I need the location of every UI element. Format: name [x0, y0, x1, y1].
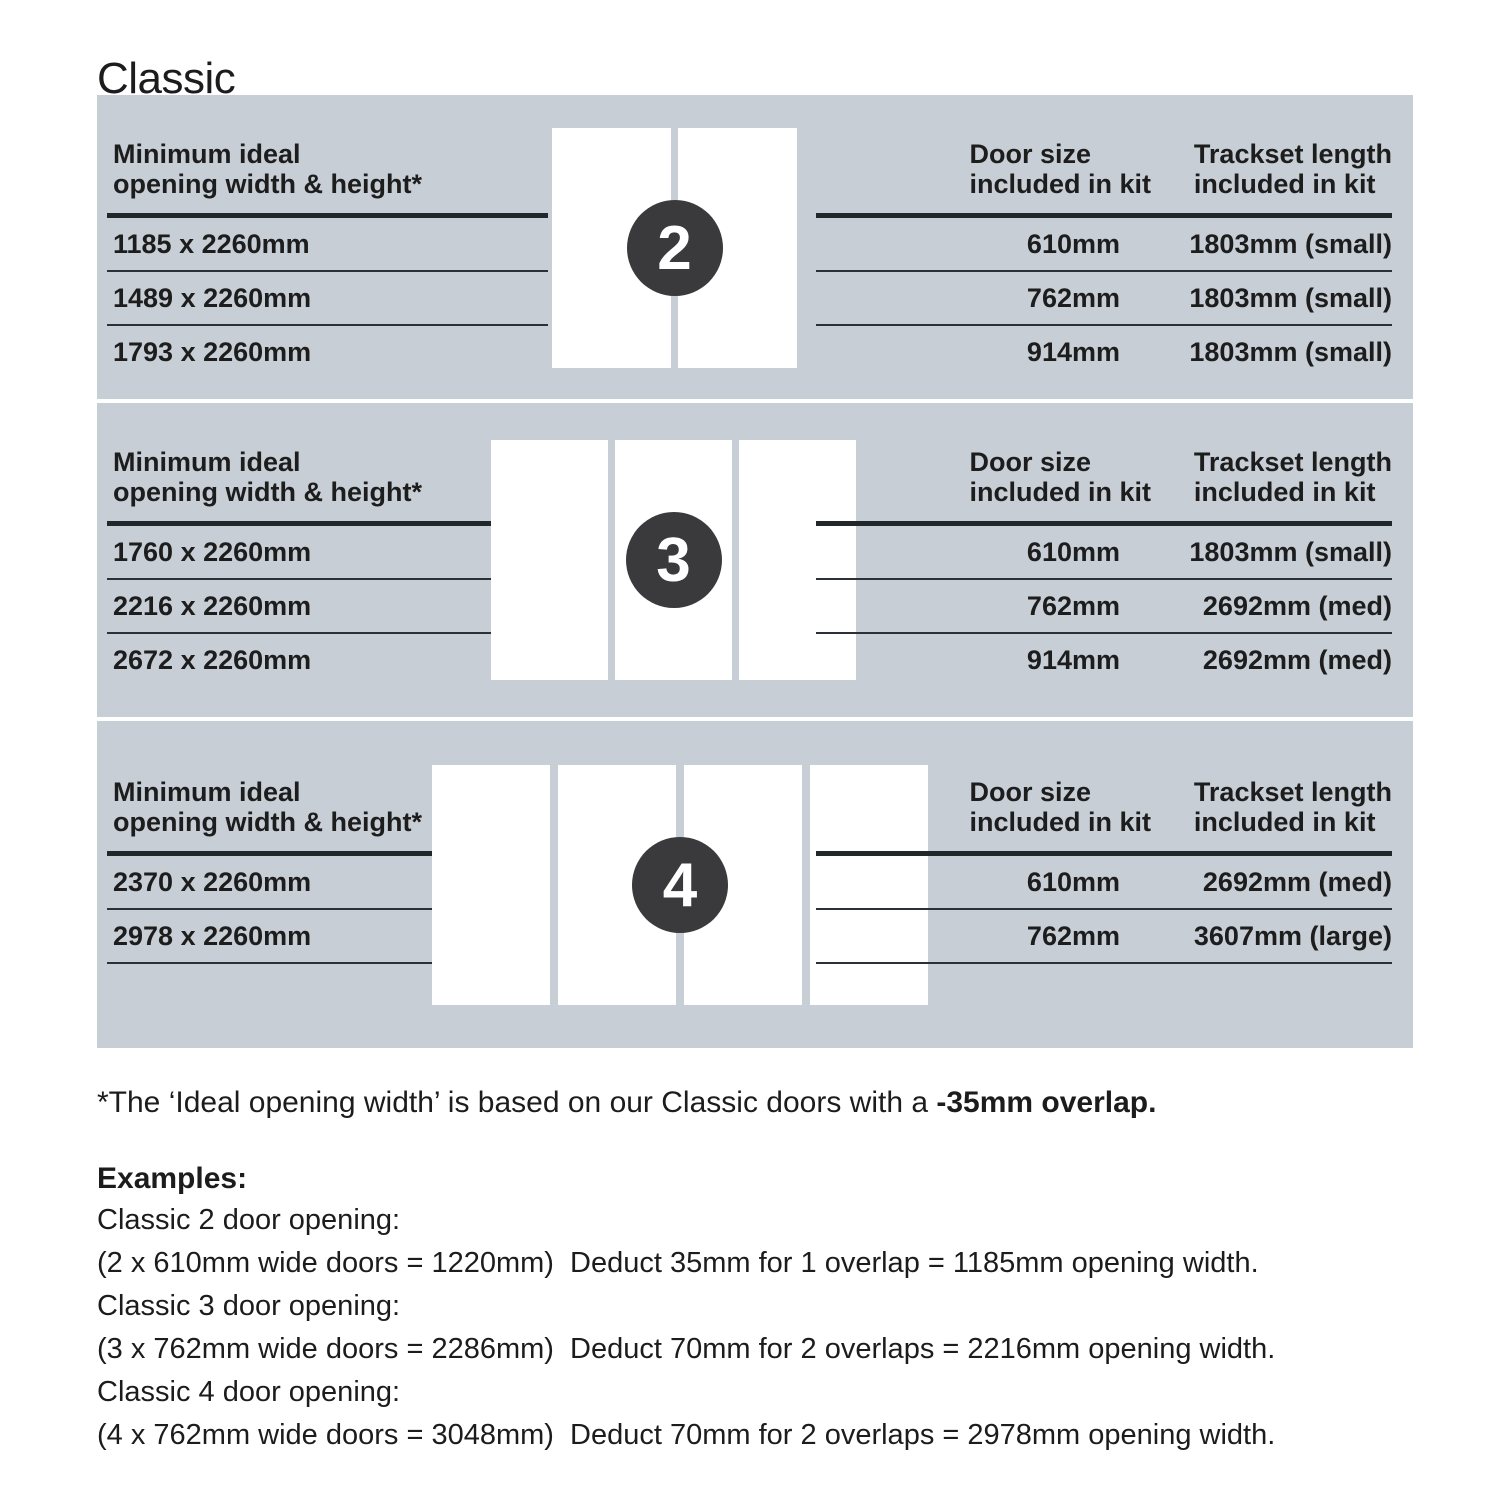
door-count-badge: 3: [625, 512, 722, 608]
kit-row: 762mm 3607mm (large): [816, 910, 1392, 964]
opening-size-header-line1: Minimum ideal: [113, 139, 301, 169]
opening-row: 2672 x 2260mm: [113, 645, 312, 675]
examples-heading: Examples:: [97, 1162, 248, 1195]
example-label: Classic 4 door opening:: [97, 1376, 401, 1408]
footnote-bold: -35mm overlap.: [936, 1086, 1157, 1119]
opening-size-header-line2: opening width & height*: [113, 477, 422, 507]
door-panel: [432, 765, 550, 1005]
kit-row: 762mm 1803mm (small): [816, 272, 1392, 326]
opening-row: 2978 x 2260mm: [107, 910, 548, 964]
trackset-header: Trackset length included in kit: [1193, 777, 1392, 837]
kit-row: 610mm 1803mm (small): [816, 526, 1392, 580]
door-diagram-2: 2: [552, 128, 797, 368]
opening-size-table: Minimum ideal opening width & height* 23…: [107, 721, 548, 964]
kit-table-header: Door size included in kit Trackset lengt…: [816, 777, 1392, 837]
door-size-value: 610mm: [1026, 867, 1120, 897]
header-rule: [107, 851, 548, 856]
opening-row: 1793 x 2260mm: [113, 337, 312, 367]
door-size-value: 914mm: [1026, 337, 1120, 367]
opening-size-header-line2: opening width & height*: [113, 169, 422, 199]
door-panel: [739, 440, 856, 680]
kit-table-header: Door size included in kit Trackset lengt…: [816, 139, 1392, 199]
spec-panels: Minimum ideal opening width & height* 11…: [97, 95, 1413, 1048]
kit-row: 762mm 2692mm (med): [816, 580, 1392, 634]
example-detail: (2 x 610mm wide doors = 1220mm) Deduct 3…: [97, 1247, 1259, 1279]
door-size-value: 610mm: [1026, 229, 1120, 259]
door-count-badge: 2: [626, 200, 723, 296]
trackset-value: 1803mm (small): [1189, 283, 1392, 313]
kit-table-header: Door size included in kit Trackset lengt…: [816, 447, 1392, 507]
header-rule: [816, 521, 1392, 526]
opening-size-header-line1: Minimum ideal: [113, 447, 301, 477]
door-size-header: Door size included in kit: [969, 447, 1151, 507]
trackset-value: 3607mm (large): [1193, 921, 1392, 951]
door-panel: [491, 440, 608, 680]
opening-row: 2216 x 2260mm: [107, 580, 548, 634]
opening-row: 1760 x 2260mm: [107, 526, 548, 580]
trackset-value: 2692mm (med): [1202, 645, 1392, 675]
header-rule: [816, 213, 1392, 218]
overlap-footnote: *The ‘Ideal opening width’ is based on o…: [97, 1085, 1427, 1121]
header-rule: [107, 521, 548, 526]
door-size-value: 762mm: [1026, 921, 1120, 951]
trackset-value: 1803mm (small): [1189, 537, 1392, 567]
example-label: Classic 3 door opening:: [97, 1290, 401, 1322]
trackset-value: 1803mm (small): [1189, 337, 1392, 367]
spec-panel-3-door: Minimum ideal opening width & height* 17…: [97, 403, 1413, 717]
trackset-value: 2692mm (med): [1202, 591, 1392, 621]
door-size-value: 762mm: [1026, 283, 1120, 313]
trackset-value: 1803mm (small): [1189, 229, 1392, 259]
door-panel: [810, 765, 928, 1005]
page-title: Classic: [97, 54, 236, 104]
opening-size-header-line1: Minimum ideal: [113, 777, 301, 807]
kit-table: Door size included in kit Trackset lengt…: [816, 721, 1392, 964]
kit-row: 610mm 2692mm (med): [816, 856, 1392, 910]
door-diagram-4: 4: [432, 765, 928, 1005]
footer: *The ‘Ideal opening width’ is based on o…: [97, 1085, 1427, 1457]
kit-row: 914mm 2692mm (med): [816, 634, 1392, 686]
opening-size-header: Minimum ideal opening width & height*: [107, 447, 548, 507]
opening-size-table: Minimum ideal opening width & height* 17…: [107, 403, 548, 686]
door-size-value: 914mm: [1026, 645, 1120, 675]
kit-row: 914mm 1803mm (small): [816, 326, 1392, 378]
example-detail: (3 x 762mm wide doors = 2286mm) Deduct 7…: [97, 1333, 1276, 1365]
header-rule: [816, 851, 1392, 856]
opening-size-header: Minimum ideal opening width & height*: [107, 777, 548, 837]
header-rule: [107, 213, 548, 218]
spec-panel-2-door: Minimum ideal opening width & height* 11…: [97, 95, 1413, 399]
door-count-badge: 4: [632, 837, 728, 933]
door-size-header: Door size included in kit: [969, 139, 1151, 199]
door-size-value: 610mm: [1026, 537, 1120, 567]
opening-size-header: Minimum ideal opening width & height*: [107, 139, 548, 199]
door-size-value: 762mm: [1026, 591, 1120, 621]
door-diagram-3: 3: [491, 440, 856, 680]
trackset-header: Trackset length included in kit: [1193, 139, 1392, 199]
opening-row: 1185 x 2260mm: [107, 218, 548, 272]
example-label: Classic 2 door opening:: [97, 1204, 401, 1236]
kit-table: Door size included in kit Trackset lengt…: [816, 403, 1392, 686]
spec-panel-4-door: Minimum ideal opening width & height* 23…: [97, 721, 1413, 1048]
door-size-header: Door size included in kit: [969, 777, 1151, 837]
example-detail: (4 x 762mm wide doors = 3048mm) Deduct 7…: [97, 1419, 1276, 1451]
opening-row: 2370 x 2260mm: [107, 856, 548, 910]
opening-size-table: Minimum ideal opening width & height* 11…: [107, 95, 548, 378]
footnote-text: *The ‘Ideal opening width’ is based on o…: [97, 1086, 937, 1119]
trackset-header: Trackset length included in kit: [1193, 447, 1392, 507]
examples-section: Examples: Classic 2 door opening: (2 x 6…: [97, 1159, 1427, 1457]
opening-size-header-line2: opening width & height*: [113, 807, 422, 837]
trackset-value: 2692mm (med): [1202, 867, 1392, 897]
kit-table: Door size included in kit Trackset lengt…: [816, 95, 1392, 378]
opening-row: 1489 x 2260mm: [107, 272, 548, 326]
kit-row: 610mm 1803mm (small): [816, 218, 1392, 272]
